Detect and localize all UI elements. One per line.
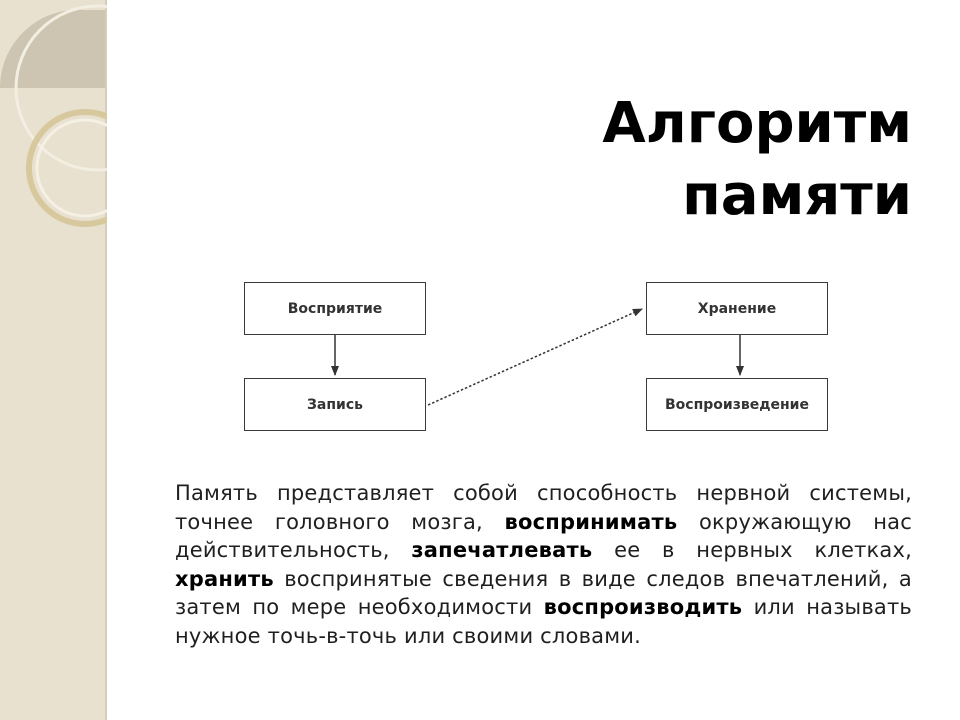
paragraph-text-5: или называть нужное точь-в-точь или свои… (175, 595, 912, 648)
paragraph-text-1: Память представляет собой способность не… (175, 481, 912, 534)
slide-title: Алгоритм памяти (602, 88, 912, 232)
decorative-wedge (0, 9, 105, 88)
node-reproduction: Воспроизведение (646, 378, 828, 431)
paragraph-text-3: ее в нервных клетках, (592, 538, 913, 562)
side-band-edge (105, 0, 107, 720)
node-perception: Восприятие (244, 282, 426, 335)
memory-definition-paragraph: Память представляет собой способность не… (175, 479, 912, 650)
title-line-1: Алгоритм (602, 91, 912, 156)
decorative-ring-inner (35, 118, 107, 218)
paragraph-text-2: окружающую нас действительность, (175, 509, 912, 563)
arrow-recording-to-storage (427, 308, 643, 406)
decorative-ring-gold (26, 109, 107, 227)
decorative-ring-large (14, 4, 107, 172)
keyword-store: хранить (175, 566, 274, 591)
decorative-rings (0, 4, 107, 227)
keyword-imprint: запечатлевать (411, 538, 593, 562)
title-line-2: памяти (682, 163, 912, 228)
paragraph-text-4: воспринятые сведения в виде следов впеча… (175, 566, 912, 620)
node-recording: Запись (244, 378, 426, 431)
node-storage: Хранение (646, 282, 828, 335)
keyword-perceive: воспринимать (504, 509, 678, 534)
keyword-reproduce: воспроизводить (543, 595, 743, 619)
